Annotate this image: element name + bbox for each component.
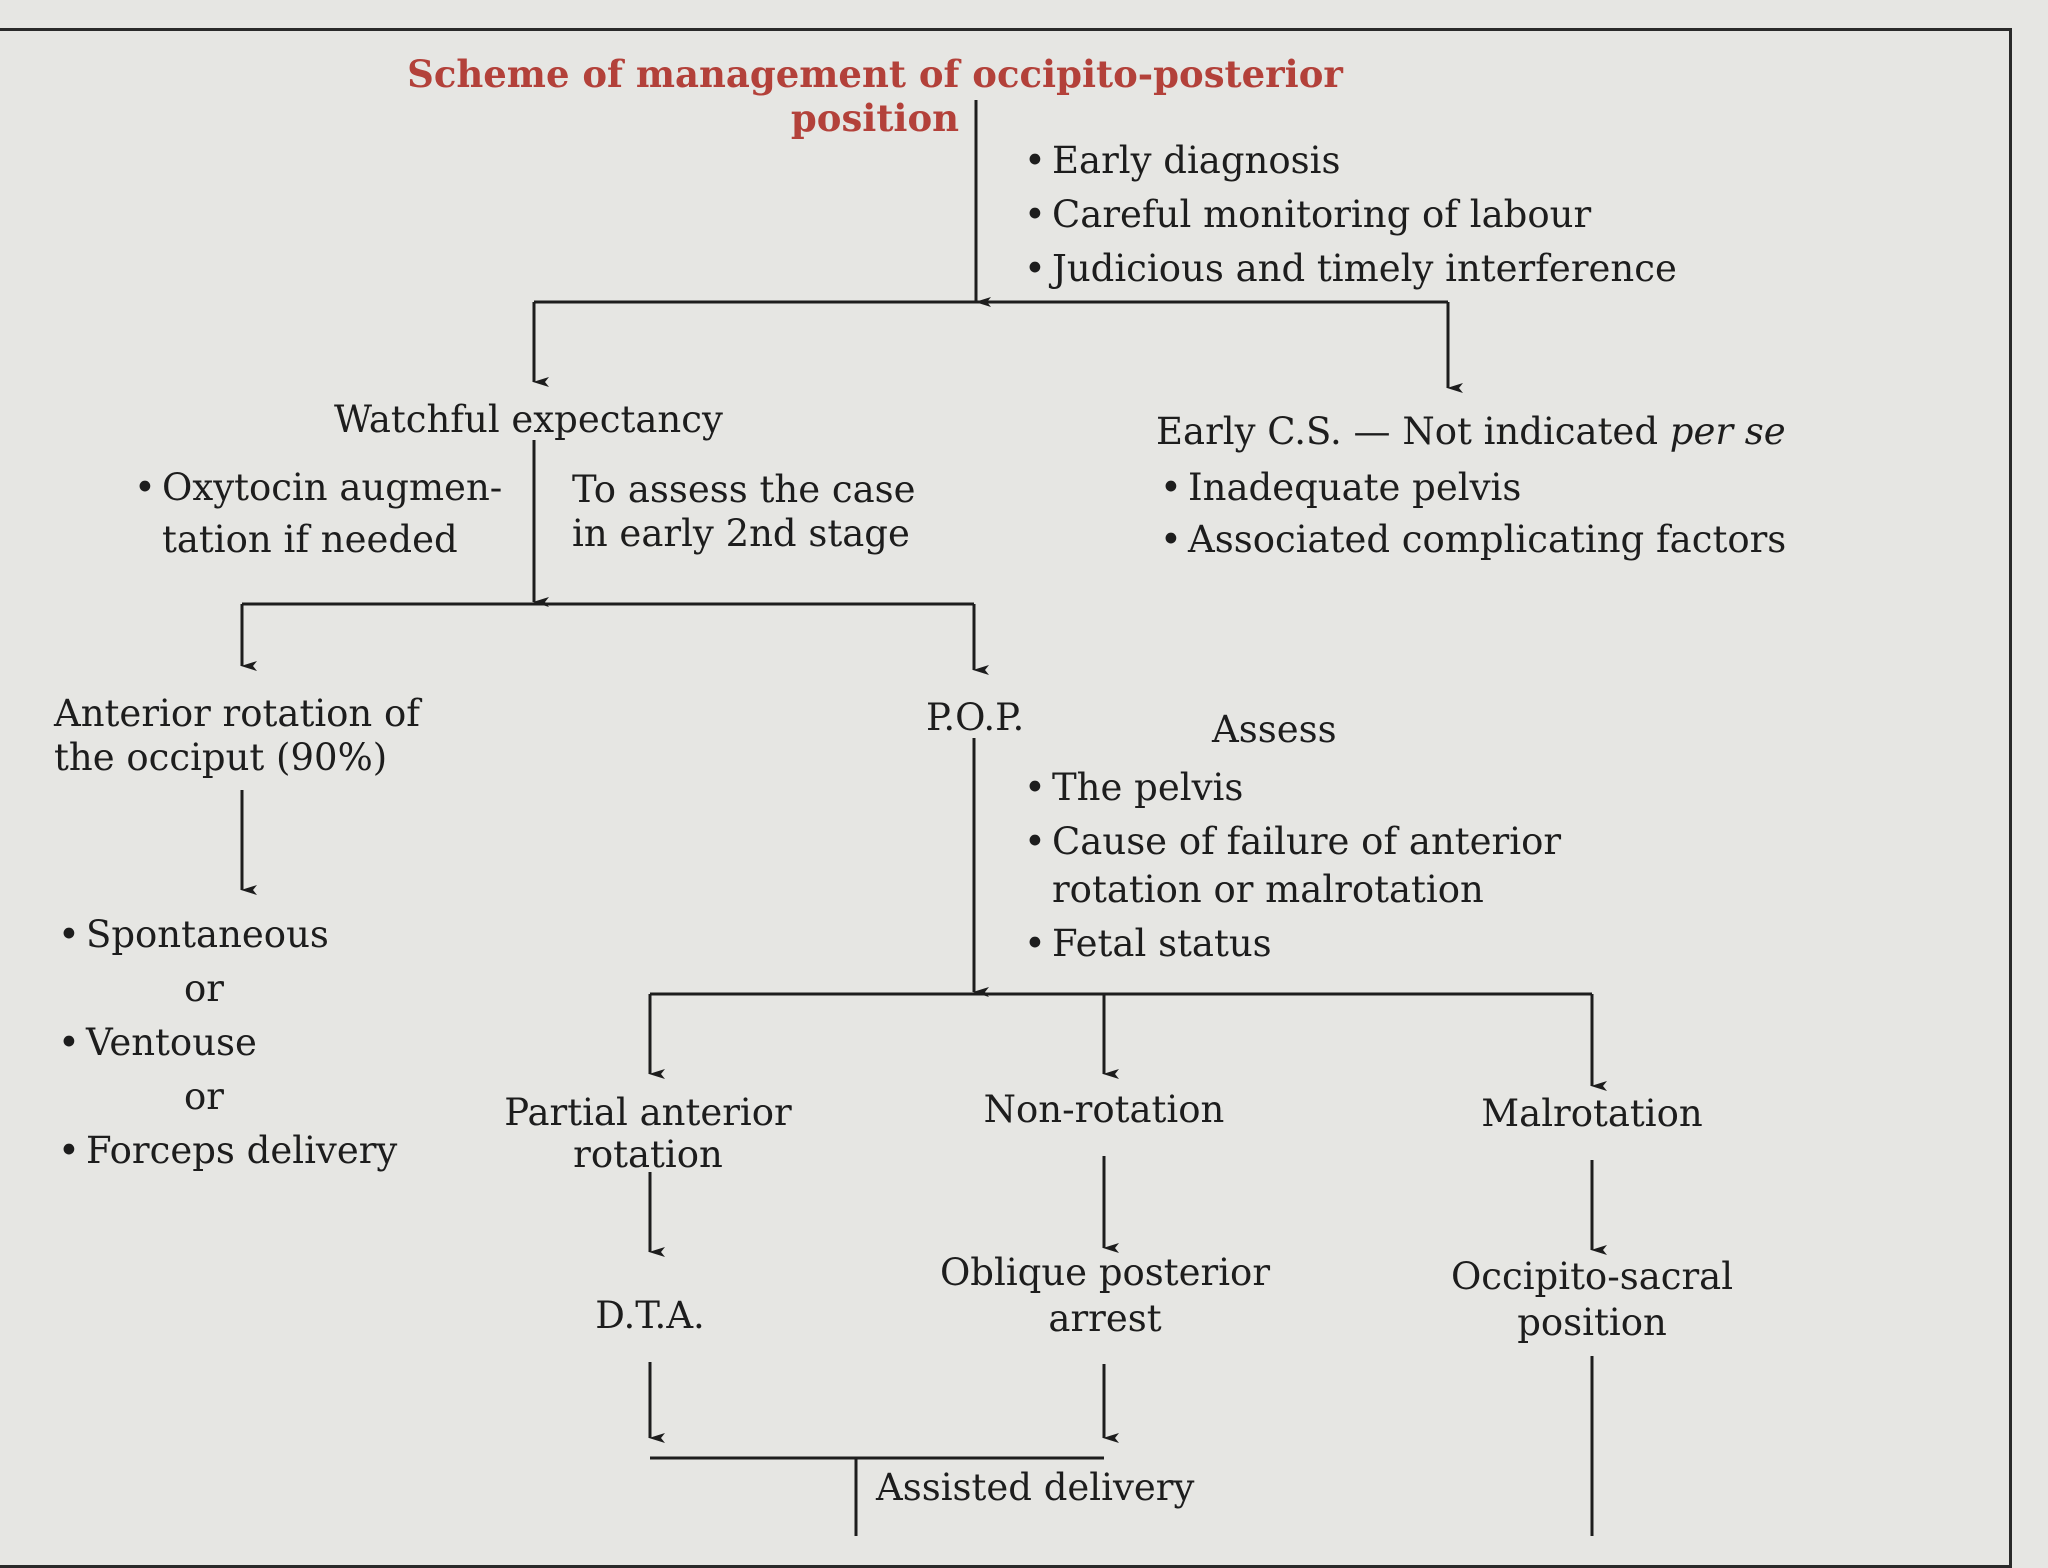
occipito-sacral-position: Occipito-sacral position bbox=[1412, 1254, 1772, 1346]
option-ventouse: Ventouse bbox=[86, 1021, 257, 1064]
early-cs-prefix: Early C.S. — Not indicated bbox=[1156, 410, 1670, 453]
anterior-line-1: Anterior rotation of bbox=[54, 692, 420, 735]
occipito-line-1: Occipito-sacral bbox=[1450, 1255, 1734, 1298]
assisted-delivery: Assisted delivery bbox=[876, 1466, 1195, 1509]
partial-line-2: rotation bbox=[573, 1133, 723, 1176]
anterior-line-2: the occiput (90%) bbox=[54, 736, 388, 779]
pop-label: P.O.P. bbox=[926, 696, 1025, 739]
partial-line-1: Partial anterior bbox=[504, 1091, 792, 1134]
oblique-line-2: arrest bbox=[1048, 1297, 1162, 1340]
oblique-posterior-arrest: Oblique posterior arrest bbox=[920, 1250, 1290, 1342]
early-cs-item: Inadequate pelvis bbox=[1156, 462, 1786, 514]
principles-list: Early diagnosis Careful monitoring of la… bbox=[1020, 134, 1677, 296]
option-forceps: Forceps delivery bbox=[86, 1129, 398, 1172]
assess-list: •The pelvis •Cause of failure of anterio… bbox=[1020, 764, 1561, 968]
oblique-line-1: Oblique posterior bbox=[939, 1251, 1271, 1294]
early-cs-item: Associated complicating factors bbox=[1156, 514, 1786, 566]
connector-lines bbox=[240, 100, 1607, 1536]
principle-item: Early diagnosis bbox=[1020, 134, 1677, 188]
principle-item: Careful monitoring of labour bbox=[1020, 188, 1677, 242]
assess-item: The pelvis bbox=[1052, 766, 1244, 809]
early-cs-italic: per se bbox=[1669, 410, 1786, 453]
flowchart: Scheme of management of occipito-posteri… bbox=[0, 0, 2048, 1536]
assess-item: Cause of failure of anterior bbox=[1052, 820, 1562, 863]
malrotation: Malrotation bbox=[1481, 1092, 1703, 1135]
occipito-line-2: position bbox=[1517, 1301, 1667, 1344]
option-spontaneous: Spontaneous bbox=[86, 913, 329, 956]
early-cs-list: Inadequate pelvis Associated complicatin… bbox=[1156, 462, 1786, 566]
watchful-heading: Watchful expectancy bbox=[334, 398, 723, 441]
dta: D.T.A. bbox=[595, 1294, 705, 1337]
delivery-options: •Spontaneous or •Ventouse or •Forceps de… bbox=[54, 908, 397, 1178]
principle-item: Judicious and timely interference bbox=[1020, 242, 1677, 296]
or-label: or bbox=[184, 967, 224, 1010]
assess-item: Fetal status bbox=[1052, 922, 1272, 965]
early-cs-heading: Early C.S. — Not indicated per se bbox=[1156, 410, 1786, 454]
partial-anterior-rotation: Partial anterior rotation bbox=[478, 1092, 818, 1176]
assess-heading: Assess bbox=[1212, 708, 1337, 751]
assess-item-cont: rotation or malrotation bbox=[1052, 868, 1484, 911]
assess-second-stage: To assess the case in early 2nd stage bbox=[572, 468, 916, 556]
anterior-rotation: Anterior rotation of the occiput (90%) bbox=[54, 692, 420, 780]
oxytocin-note: •Oxytocin augmen- tation if needed bbox=[130, 462, 502, 566]
or-label: or bbox=[184, 1075, 224, 1118]
oxytocin-line-2: tation if needed bbox=[162, 518, 458, 561]
non-rotation: Non-rotation bbox=[983, 1088, 1225, 1131]
diagram-title: Scheme of management of occipito-posteri… bbox=[407, 52, 1343, 140]
assess-line-1: To assess the case bbox=[572, 468, 916, 511]
assess-line-2: in early 2nd stage bbox=[572, 512, 910, 555]
oxytocin-line-1: Oxytocin augmen- bbox=[162, 466, 503, 509]
